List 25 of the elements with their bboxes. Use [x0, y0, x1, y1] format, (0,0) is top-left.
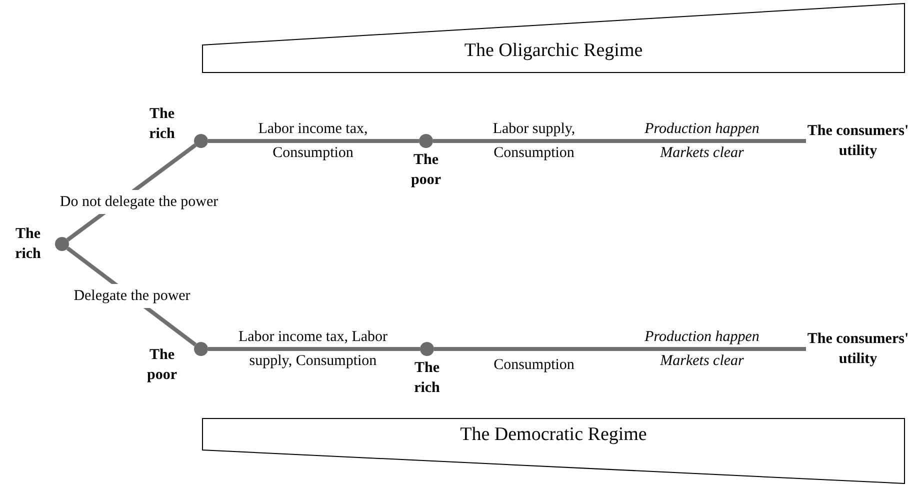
stage-note: Production happen: [644, 328, 760, 347]
player-label: The rich: [148, 105, 176, 144]
game-tree-branch: [208, 139, 419, 143]
game-tree-branch: [433, 139, 806, 143]
regime-title: The Oligarchic Regime: [464, 38, 643, 62]
game-tree-branch: [434, 347, 806, 351]
edge-label: Labor supply, Consumption: [492, 120, 576, 163]
stage-note: Markets clear: [660, 352, 744, 371]
regime-title: The Democratic Regime: [460, 423, 647, 447]
stage-note: Markets clear: [660, 144, 744, 163]
edge-label: Labor income tax, Consumption: [257, 120, 369, 163]
stage-note: Production happen: [644, 120, 760, 139]
edge-label: Delegate the power: [74, 284, 190, 308]
edge-label: Do not delegate the power: [60, 190, 218, 214]
player-label: The rich: [14, 225, 42, 264]
player-label: The poor: [146, 346, 178, 385]
player-label: The rich: [413, 359, 441, 398]
outcome-text: The consumers' utility: [806, 319, 910, 379]
regime-band: [202, 418, 905, 484]
outcome-text: The consumers' utility: [806, 111, 910, 171]
edge-label: Labor income tax, Labor supply, Consumption: [238, 328, 388, 371]
game-tree-branch: [208, 347, 420, 351]
regime-band: [202, 3, 905, 73]
edge-label: Consumption: [492, 356, 576, 375]
player-label: The poor: [410, 151, 442, 190]
